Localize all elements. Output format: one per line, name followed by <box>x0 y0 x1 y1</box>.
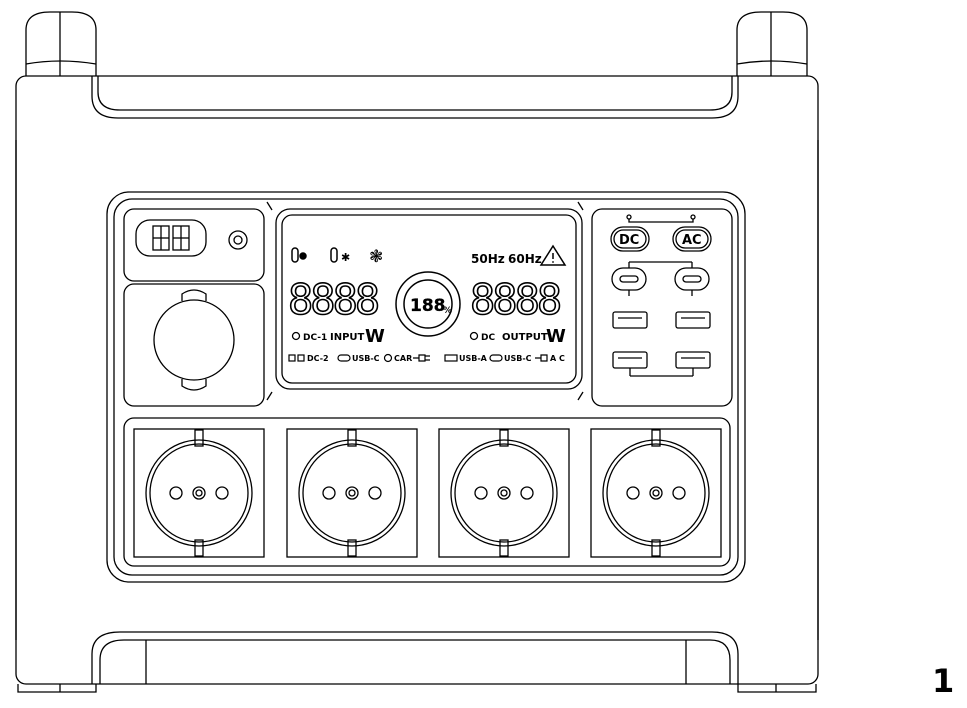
usbc-icon-2 <box>489 354 503 362</box>
dc-input-jack <box>228 230 248 250</box>
output-watt-digits: 8888 <box>470 275 560 324</box>
device-body <box>15 75 819 685</box>
lcd-frame <box>275 208 583 390</box>
front-panel-inner <box>113 198 739 576</box>
ac-outlet-4 <box>590 428 722 558</box>
usba-icon <box>444 354 458 362</box>
temp-low-icon <box>330 247 338 263</box>
lcd-screen <box>281 214 577 384</box>
battery-ring <box>395 271 461 337</box>
usba-port-4 <box>675 351 711 369</box>
lcd-output-watt: W <box>546 326 566 347</box>
lcd-freq-60: 60Hz <box>508 252 542 266</box>
battery-percent: 188 <box>410 296 446 316</box>
top-left-foot <box>25 11 97 76</box>
dc-icon <box>469 331 479 341</box>
ac-button[interactable] <box>672 226 712 252</box>
temp-high-icon <box>291 247 299 263</box>
lcd-input-label: INPUT <box>330 332 365 343</box>
bottom-feet <box>17 684 817 693</box>
usba-port-1 <box>612 311 648 329</box>
dc-button-label: DC <box>619 233 639 248</box>
ac-button-label: AC <box>682 233 702 248</box>
dc-button[interactable] <box>610 226 650 252</box>
dc2-icon-a <box>288 354 296 362</box>
car-icon <box>383 353 393 363</box>
bottom-handle <box>91 631 739 684</box>
front-panel-outer <box>106 191 746 583</box>
warning-icon <box>539 244 567 266</box>
fan-icon: ❃ <box>369 247 383 267</box>
lcd-dc1-label: DC-1 <box>303 333 327 343</box>
output-module <box>591 208 733 407</box>
indicator-car: CAR <box>394 354 412 363</box>
plug-icon <box>413 354 430 362</box>
ac-outlet-3 <box>438 428 570 558</box>
indicator-ac: A C <box>550 354 565 363</box>
usbc-icon <box>337 354 351 362</box>
car-socket <box>153 299 235 381</box>
battery-percent-sign: % <box>443 306 452 316</box>
ac-outlet-2 <box>286 428 418 558</box>
lcd-output-label: OUTPUT <box>502 332 548 343</box>
ac-outlet-1 <box>133 428 265 558</box>
ac-plug-icon <box>535 354 548 362</box>
indicator-dc2: DC-2 <box>307 354 329 363</box>
usbc-port-1 <box>611 267 647 291</box>
car-socket-module <box>123 283 265 407</box>
top-right-foot <box>736 11 808 76</box>
lcd-freq-50: 50Hz <box>471 252 505 266</box>
figure-number: 1 <box>932 662 955 700</box>
input-watt-digits: 8888 <box>288 275 378 324</box>
indicator-usba: USB-A <box>459 354 488 363</box>
indicator-usbc: USB-C <box>352 354 380 363</box>
usbc-port-2 <box>674 267 710 291</box>
usba-port-3 <box>612 351 648 369</box>
anderson-connector <box>135 219 207 257</box>
usba-port-2 <box>675 311 711 329</box>
input-module <box>123 208 265 282</box>
lcd-content: ✱ ❃ 50Hz 60Hz 8888 8888 188 % DC-1 INPUT… <box>287 244 567 363</box>
svg-text:✱: ✱ <box>341 251 350 264</box>
dc1-icon <box>291 331 301 341</box>
top-handle <box>91 76 739 119</box>
indicator-usbc-2: USB-C <box>504 354 532 363</box>
lcd-dc-label: DC <box>481 333 495 343</box>
ac-socket-panel <box>123 417 731 567</box>
lcd-input-watt: W <box>365 326 385 347</box>
dc2-icon-b <box>297 354 305 362</box>
